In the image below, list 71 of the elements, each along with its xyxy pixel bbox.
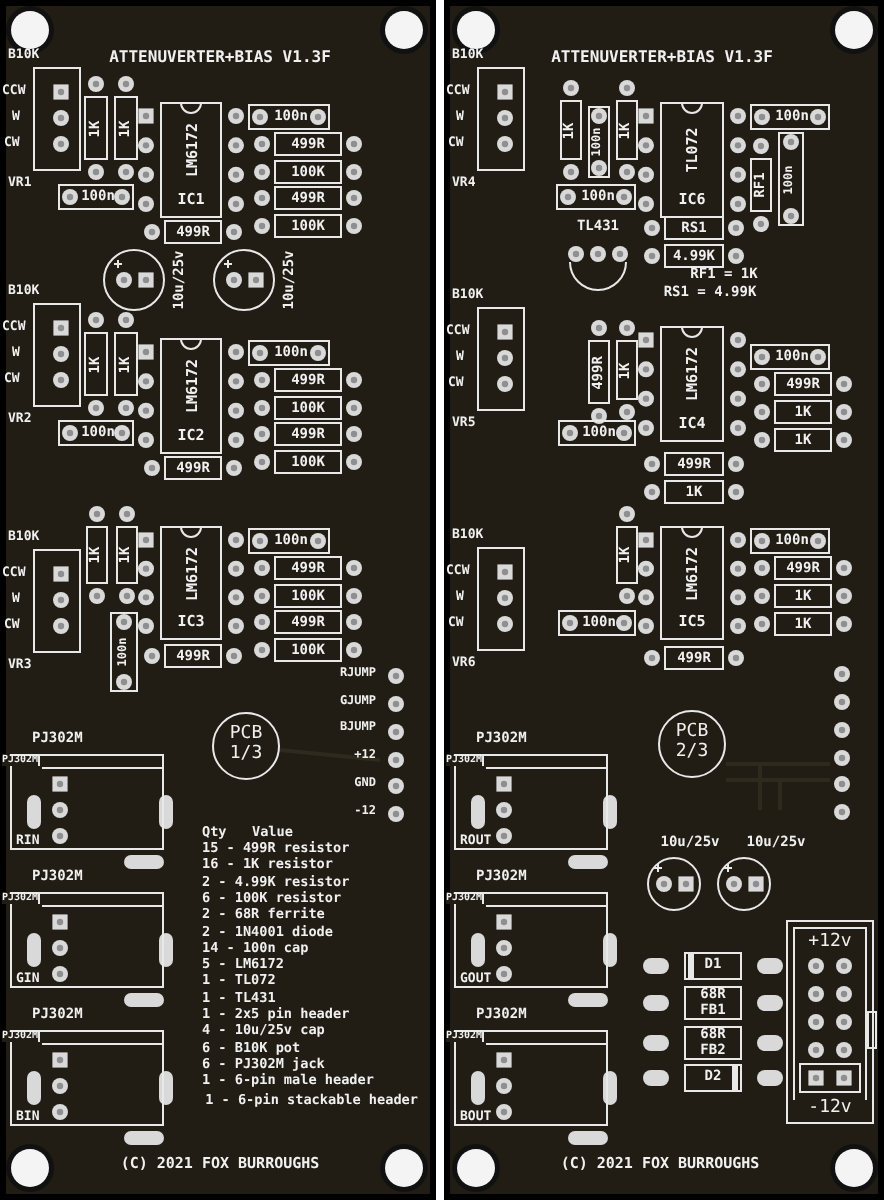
board-title: ATTENUVERTER+BIAS V1.3F — [109, 50, 331, 66]
resistor-footprint — [86, 526, 108, 584]
resistor-footprint — [750, 158, 772, 212]
ic-footprint — [160, 102, 222, 218]
resistor-footprint — [274, 186, 342, 210]
silkscreen-label: +12v — [806, 934, 854, 952]
resistor-footprint — [164, 220, 222, 244]
resistor-footprint — [588, 340, 610, 404]
ic-footprint — [160, 338, 222, 454]
capacitor-footprint — [750, 344, 830, 370]
resistor-footprint — [774, 372, 832, 396]
resistor-footprint — [274, 396, 342, 420]
resistor-footprint — [774, 428, 832, 452]
resistor-footprint — [774, 400, 832, 424]
resistor-footprint — [274, 450, 342, 474]
capacitor-footprint — [750, 528, 830, 554]
capacitor-footprint — [58, 420, 134, 446]
resistor-footprint — [664, 480, 724, 504]
resistor-footprint — [664, 216, 724, 240]
ic-footprint — [660, 326, 724, 442]
capacitor-footprint — [556, 184, 636, 210]
resistor-footprint — [664, 244, 724, 268]
resistor-footprint — [274, 132, 342, 156]
resistor-footprint — [114, 96, 138, 160]
resistor-footprint — [274, 160, 342, 184]
resistor-footprint — [616, 340, 638, 400]
board-marker-circle — [212, 712, 280, 780]
capacitor-footprint — [558, 420, 636, 446]
part-footprint — [684, 1064, 742, 1092]
resistor-footprint — [274, 556, 342, 580]
part-footprint — [684, 952, 742, 980]
capacitor-footprint — [248, 528, 330, 554]
resistor-footprint — [664, 646, 724, 670]
silkscreen-label: PCB 2/3 — [673, 724, 711, 764]
silkscreen-label: -12v — [788, 1100, 872, 1118]
resistor-footprint — [116, 526, 138, 584]
capacitor-footprint — [750, 104, 830, 130]
board-marker-circle — [658, 710, 726, 778]
resistor-footprint — [114, 332, 138, 396]
capacitor-footprint — [248, 340, 330, 366]
part-footprint — [684, 986, 742, 1020]
resistor-footprint — [274, 610, 342, 634]
ic-footprint — [660, 102, 724, 218]
resistor-footprint — [616, 526, 638, 584]
board-title: ATTENUVERTER+BIAS V1.3F — [551, 50, 773, 66]
power-header-footprint — [786, 920, 874, 1124]
resistor-footprint — [84, 96, 108, 160]
capacitor-footprint — [558, 610, 636, 636]
resistor-footprint — [274, 422, 342, 446]
ic-footprint — [160, 526, 222, 640]
resistor-footprint — [774, 584, 832, 608]
resistor-footprint — [274, 214, 342, 238]
resistor-footprint — [664, 452, 724, 476]
resistor-footprint — [616, 100, 638, 160]
resistor-footprint — [774, 612, 832, 636]
resistor-footprint — [274, 638, 342, 662]
resistor-footprint — [164, 456, 222, 480]
capacitor-footprint — [110, 612, 138, 692]
silkscreen-label: PCB 1/3 — [227, 726, 265, 766]
resistor-footprint — [84, 332, 108, 396]
capacitor-footprint — [248, 104, 330, 130]
resistor-footprint — [560, 100, 582, 160]
resistor-footprint — [164, 644, 222, 668]
resistor-footprint — [274, 368, 342, 392]
capacitor-footprint — [58, 184, 134, 210]
resistor-footprint — [274, 584, 342, 608]
resistor-footprint — [774, 556, 832, 580]
capacitor-footprint — [778, 132, 804, 226]
capacitor-footprint — [588, 106, 610, 178]
ic-footprint — [660, 526, 724, 640]
part-footprint — [684, 1026, 742, 1060]
